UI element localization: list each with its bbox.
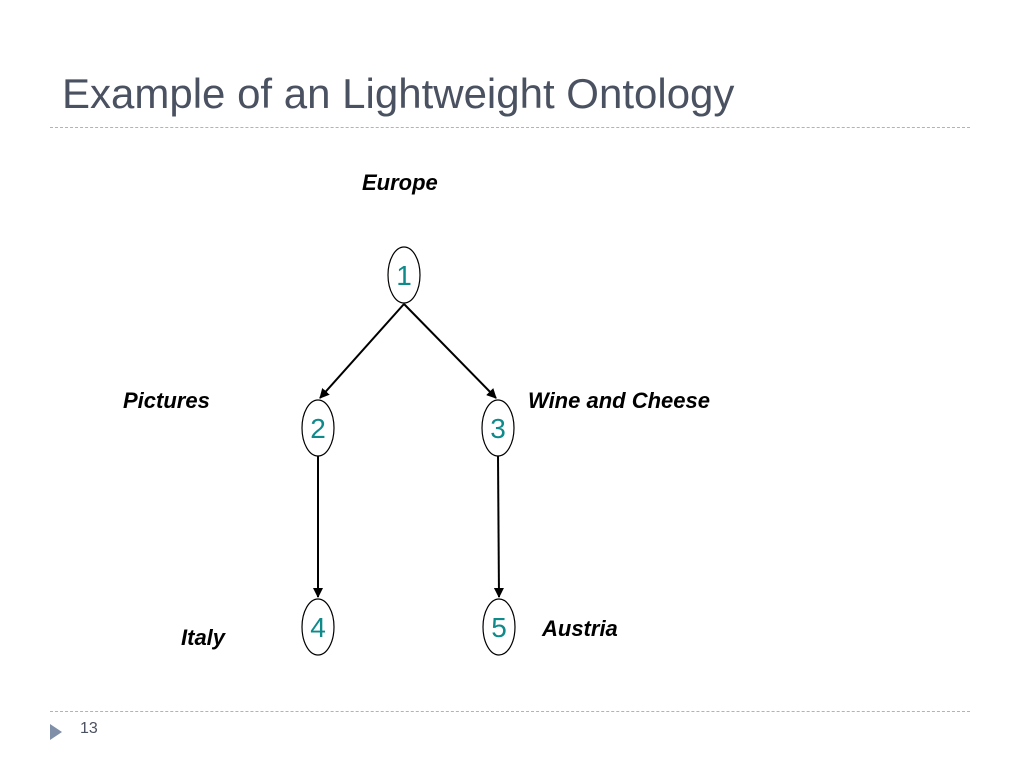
node-1-label: 1 <box>396 260 412 291</box>
concept-label-italy: Italy <box>181 625 227 650</box>
footer-divider <box>50 711 970 712</box>
slide-title: Example of an Lightweight Ontology <box>62 70 735 117</box>
node-2: 2 <box>301 399 335 457</box>
node-4: 4 <box>301 598 335 656</box>
page-number: 13 <box>80 720 98 737</box>
triangle-right-icon <box>50 724 62 740</box>
concept-label-wine-and-cheese: Wine and Cheese <box>528 388 710 413</box>
concept-label-pictures: Pictures <box>123 388 210 413</box>
title-divider <box>50 127 970 128</box>
node-3-label: 3 <box>490 413 506 444</box>
node-1: 1 <box>387 246 421 304</box>
node-5-label: 5 <box>491 612 507 643</box>
edge-1-3 <box>403 303 497 399</box>
node-3: 3 <box>481 399 515 457</box>
concept-label-europe: Europe <box>362 170 438 195</box>
node-2-label: 2 <box>310 413 326 444</box>
concept-label-austria: Austria <box>541 616 618 641</box>
node-4-label: 4 <box>310 612 326 643</box>
edge-3-5 <box>493 455 504 598</box>
node-5: 5 <box>482 598 516 656</box>
edge-1-2 <box>319 303 405 399</box>
